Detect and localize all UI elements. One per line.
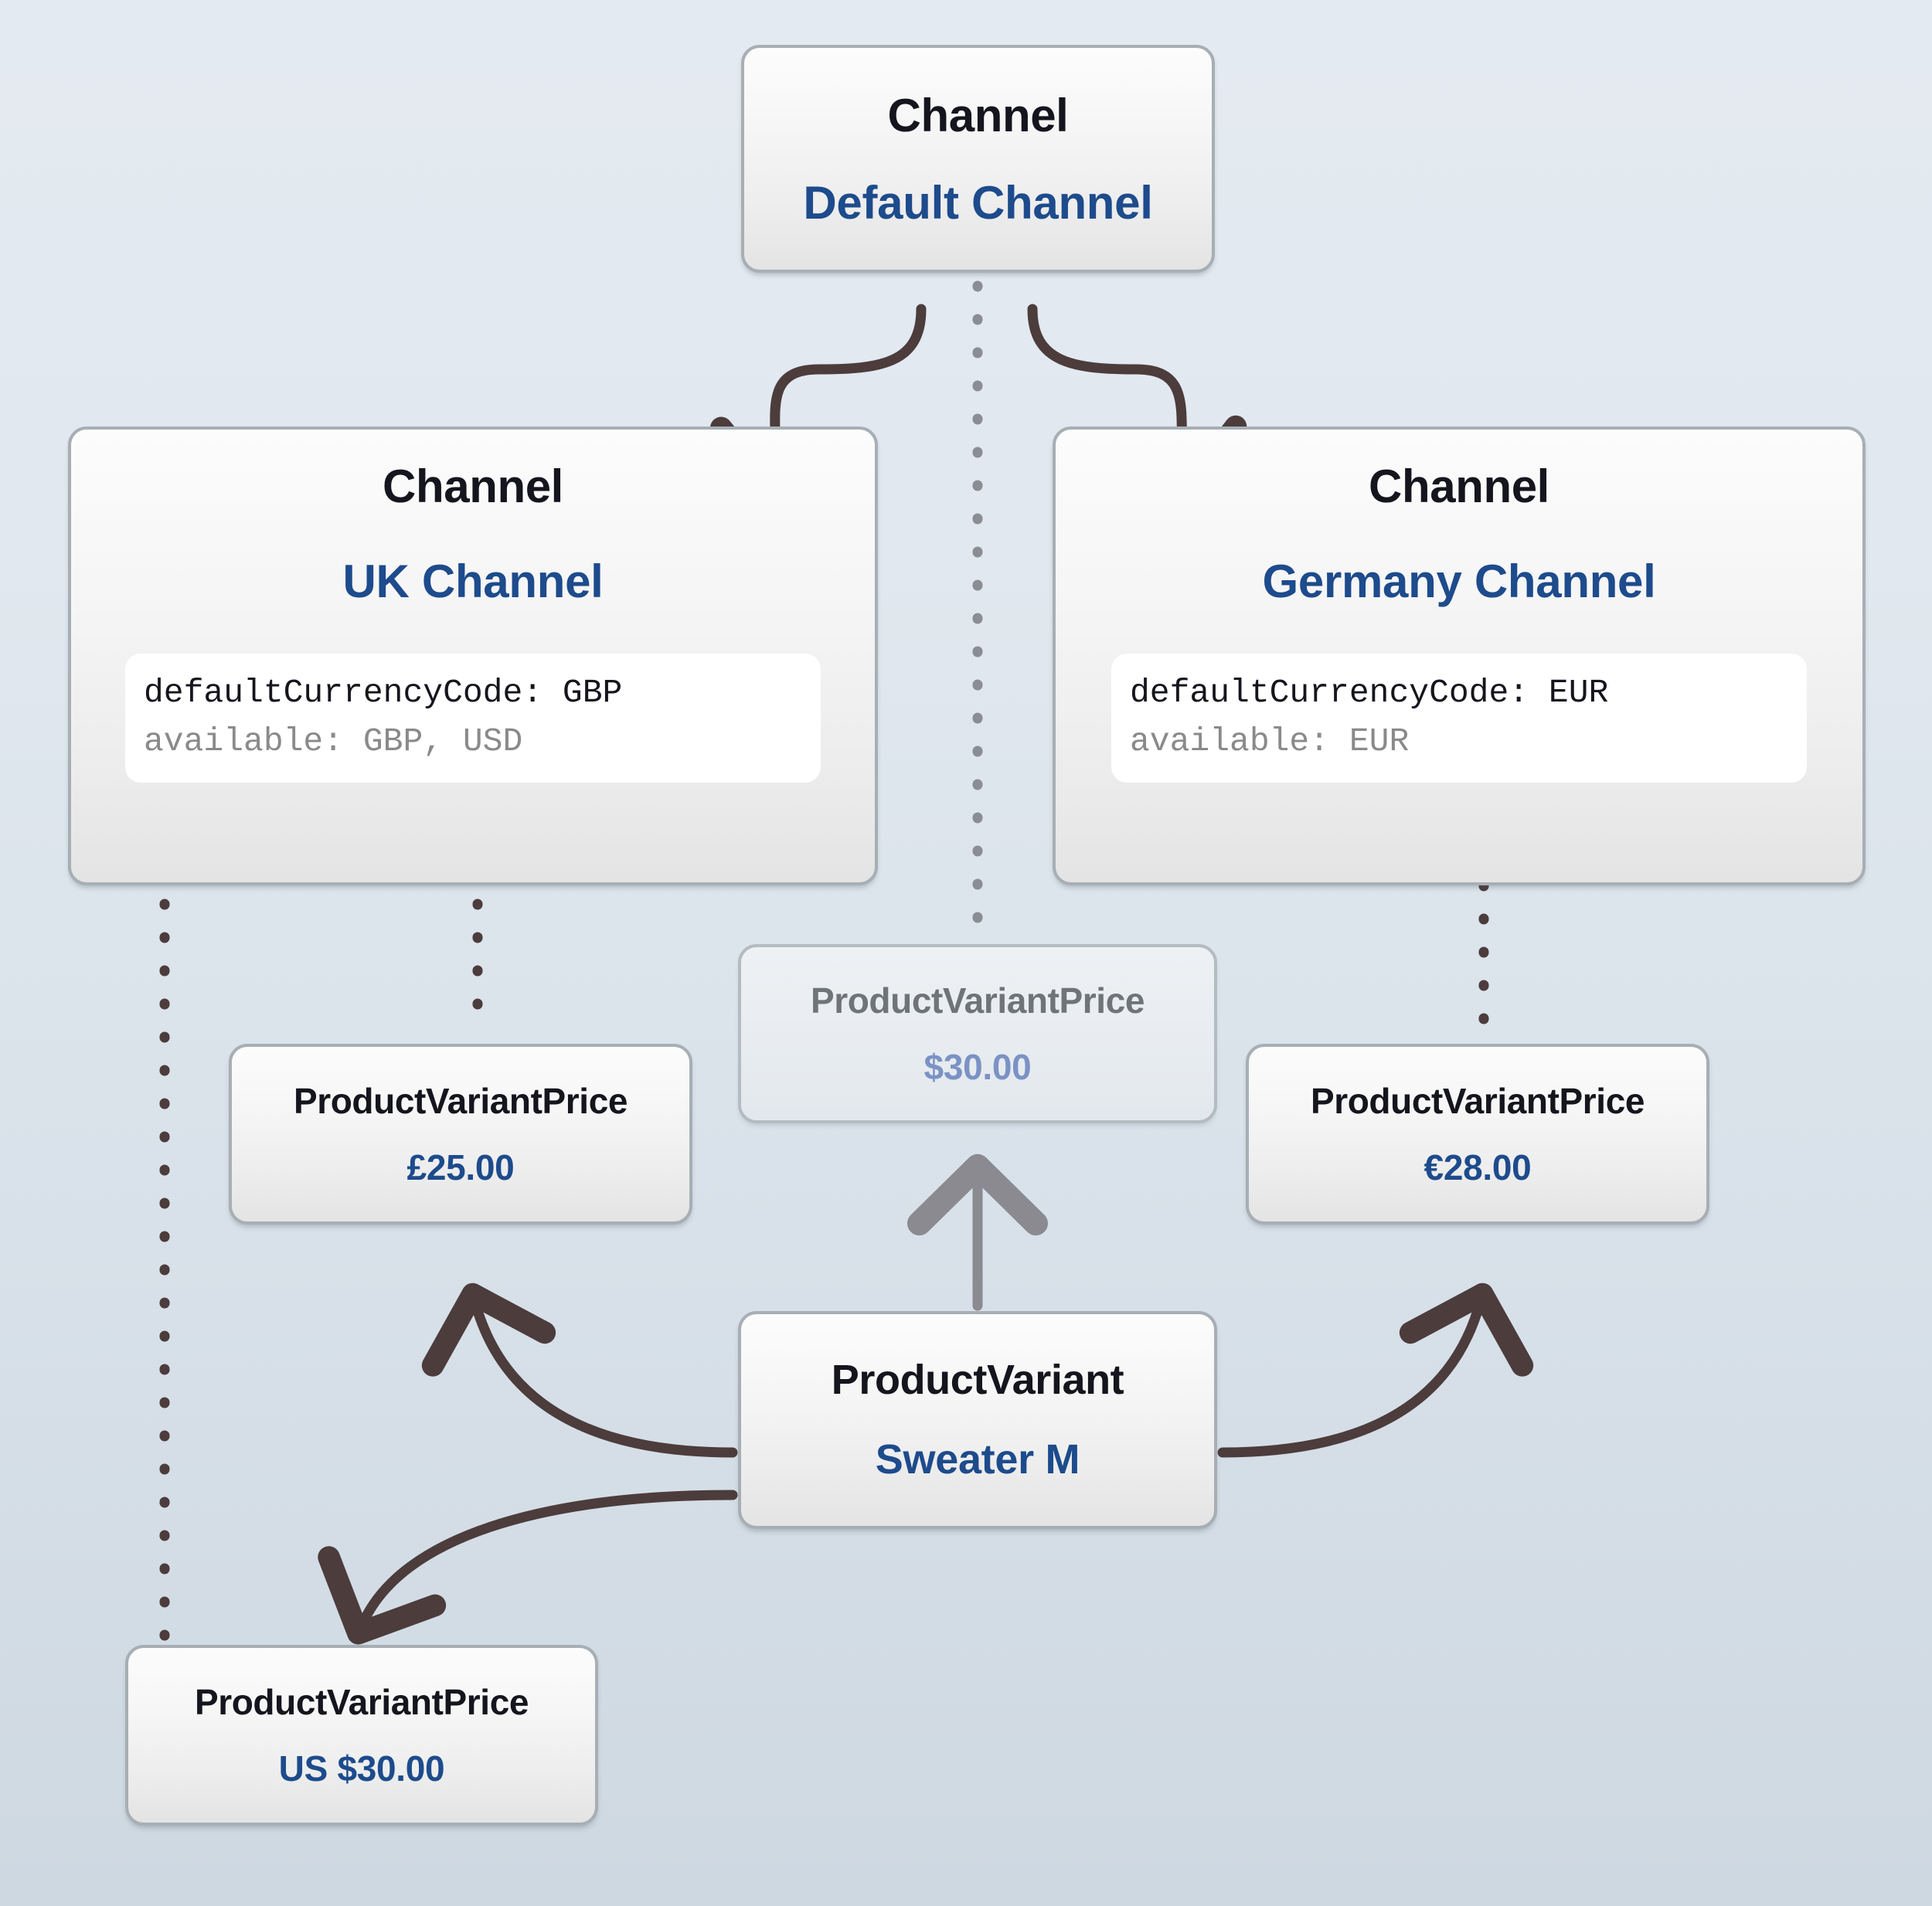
edge-variant-to-gbp	[421, 1283, 738, 1458]
node-value-label: UK Channel	[342, 555, 604, 607]
node-type-label: ProductVariantPrice	[1310, 1080, 1645, 1121]
node-value-label: $30.00	[923, 1047, 1032, 1087]
edge-variant-to-eur	[1217, 1283, 1534, 1458]
node-type-label: ProductVariantPrice	[810, 980, 1145, 1021]
attr-default-currency-code: defaultCurrencyCode: GBP	[144, 674, 623, 712]
germany-channel-attributes: defaultCurrencyCode: EUR available: EUR	[1111, 654, 1807, 783]
attr-available-currencies: available: EUR	[1130, 722, 1410, 760]
edge-variant-to-usd	[318, 1490, 738, 1645]
node-type-label: Channel	[383, 460, 563, 512]
node-type-label: ProductVariantPrice	[293, 1080, 628, 1121]
node-value-label: Default Channel	[803, 176, 1153, 229]
node-price-eur[interactable]: ProductVariantPrice €28.00	[1246, 1044, 1709, 1225]
node-price-usd-ghost[interactable]: ProductVariantPrice $30.00	[738, 944, 1217, 1123]
node-price-gbp[interactable]: ProductVariantPrice £25.00	[229, 1044, 692, 1225]
node-default-channel[interactable]: Channel Default Channel	[741, 45, 1215, 273]
node-value-label: £25.00	[406, 1147, 515, 1187]
attr-available-currencies: available: GBP, USD	[144, 722, 523, 760]
node-type-label: Channel	[887, 89, 1069, 141]
node-value-label: Sweater M	[875, 1436, 1080, 1483]
node-type-label: Channel	[1369, 460, 1549, 512]
node-price-usd-bottom[interactable]: ProductVariantPrice US $30.00	[125, 1645, 598, 1826]
node-value-label: US $30.00	[278, 1748, 445, 1789]
node-value-label: Germany Channel	[1262, 555, 1656, 607]
node-value-label: €28.00	[1423, 1147, 1532, 1187]
node-type-label: ProductVariantPrice	[194, 1681, 529, 1722]
node-product-variant[interactable]: ProductVariant Sweater M	[738, 1311, 1217, 1529]
uk-channel-attributes: defaultCurrencyCode: GBP available: GBP,…	[125, 654, 821, 783]
attr-default-currency-code: defaultCurrencyCode: EUR	[1130, 674, 1609, 712]
node-type-label: ProductVariant	[831, 1357, 1124, 1404]
node-uk-channel[interactable]: Channel UK Channel defaultCurrencyCode: …	[68, 426, 878, 885]
node-germany-channel[interactable]: Channel Germany Channel defaultCurrencyC…	[1053, 426, 1866, 885]
